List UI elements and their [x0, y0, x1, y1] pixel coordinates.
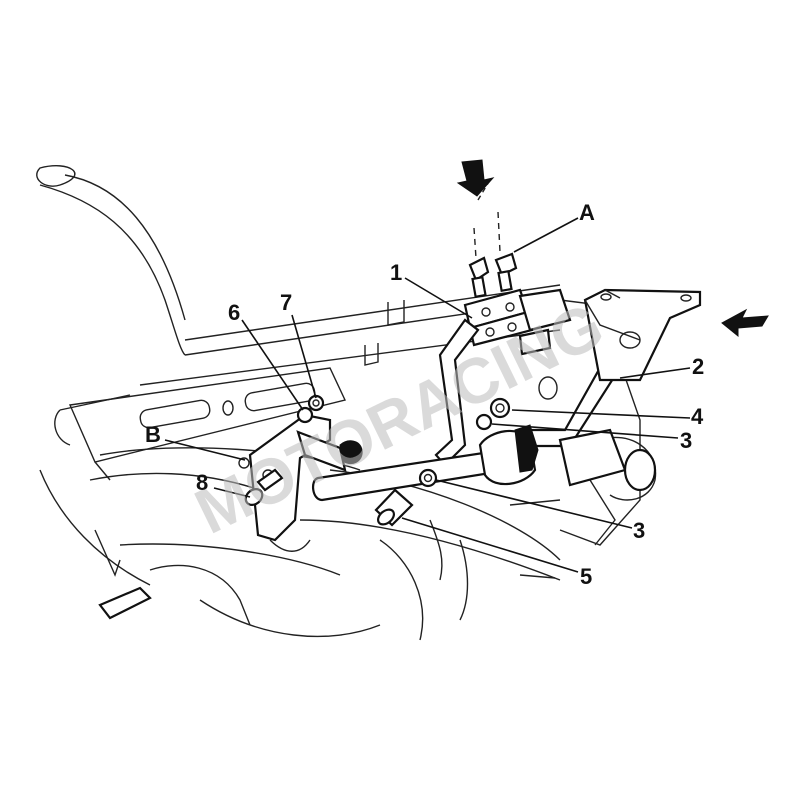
leader-lines [164, 217, 691, 573]
callout-2: 2 [692, 354, 704, 379]
arrow-left-icon [721, 308, 769, 338]
callout-1: 1 [390, 260, 402, 285]
callout-6: 6 [228, 300, 240, 325]
callout-b: B [145, 422, 161, 447]
bolt-5 [374, 488, 414, 527]
bolts-a [468, 179, 518, 299]
callout-7: 7 [280, 290, 292, 315]
rack-frame [312, 288, 702, 502]
callout-8: 8 [196, 470, 208, 495]
callout-3-lower: 3 [633, 518, 645, 543]
callout-a: A [579, 200, 595, 225]
nut-7 [307, 394, 325, 412]
callout-3-upper: 3 [680, 428, 692, 453]
motorcycle-body [36, 165, 657, 641]
nut-4 [489, 397, 511, 419]
bolt-8 [244, 468, 284, 506]
nut-6 [296, 406, 314, 424]
arrow-down-icon [456, 159, 495, 197]
nut-3 [418, 413, 493, 488]
callout-4: 4 [691, 404, 704, 429]
left-bracket [238, 413, 363, 552]
callout-5: 5 [580, 564, 592, 589]
